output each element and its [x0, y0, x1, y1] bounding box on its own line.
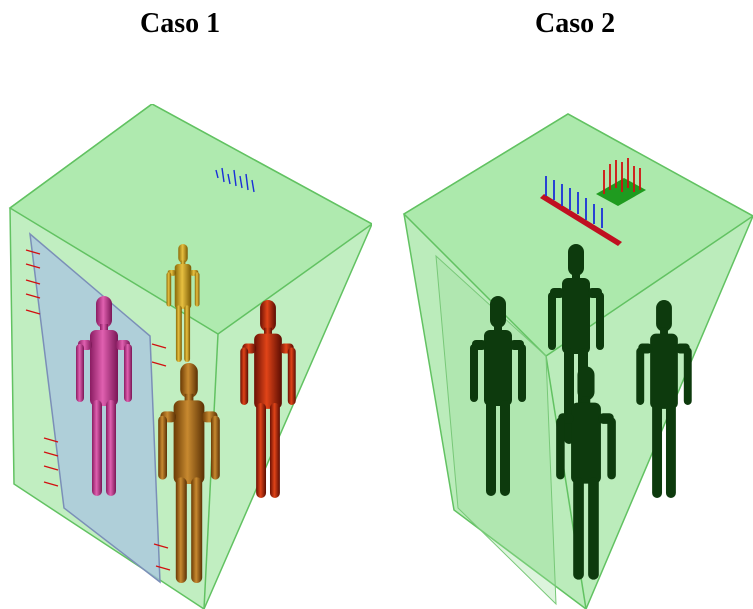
case-1-title: Caso 1	[140, 8, 221, 39]
ceiling-inlet-arrows	[596, 158, 646, 206]
case-1-diagram	[8, 104, 372, 609]
ceiling-outlet-arrows	[540, 176, 622, 246]
ceiling-outlet-arrows	[215, 167, 255, 193]
case-2-diagram	[402, 113, 753, 609]
wall-inlet-arrows	[25, 249, 171, 571]
case-2-title: Caso 2	[535, 8, 616, 39]
